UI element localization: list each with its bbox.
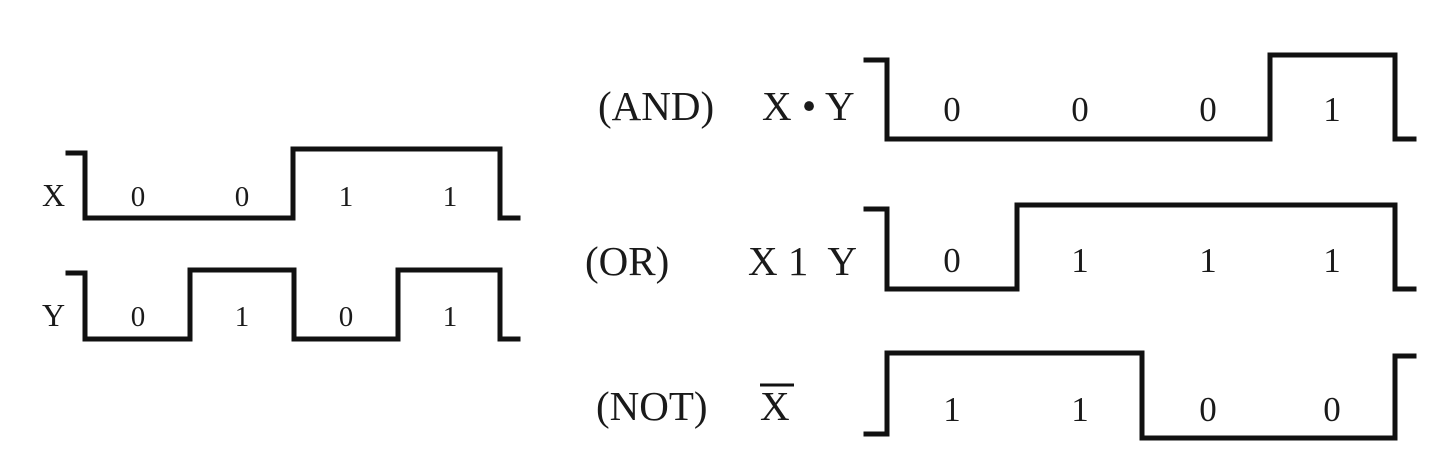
or-expression: X 1 Y bbox=[748, 238, 857, 284]
not-expression: X bbox=[760, 383, 790, 429]
input-x-signal: X 0 0 1 1 bbox=[42, 146, 521, 221]
input-y-bit-1: 0 bbox=[131, 301, 146, 333]
or-bit-3: 1 bbox=[1199, 241, 1217, 280]
input-y-waveform bbox=[65, 267, 521, 342]
input-y-label: Y bbox=[42, 297, 65, 333]
input-x-waveform bbox=[65, 146, 521, 221]
or-bit-1: 0 bbox=[943, 241, 961, 280]
not-bit-2: 1 bbox=[1071, 390, 1089, 429]
and-waveform bbox=[863, 52, 1417, 142]
or-bit-4: 1 bbox=[1323, 241, 1341, 280]
input-x-bit-2: 0 bbox=[235, 181, 250, 213]
input-y-signal: Y 0 1 0 1 bbox=[42, 267, 521, 342]
input-x-label: X bbox=[42, 177, 65, 213]
or-gate-label: (OR) bbox=[585, 238, 669, 284]
and-expression: X • Y bbox=[762, 83, 855, 129]
or-bit-2: 1 bbox=[1071, 241, 1089, 280]
input-x-bit-3: 1 bbox=[339, 181, 354, 213]
and-bit-3: 0 bbox=[1199, 90, 1217, 129]
not-output-signal: (NOT) X 1 1 0 0 bbox=[596, 350, 1417, 441]
not-gate-label: (NOT) bbox=[596, 383, 708, 429]
and-bit-4: 1 bbox=[1323, 90, 1341, 129]
and-gate-label: (AND) bbox=[598, 83, 714, 129]
input-x-bit-4: 1 bbox=[443, 181, 458, 213]
and-bit-1: 0 bbox=[943, 90, 961, 129]
or-output-signal: (OR) X 1 Y 0 1 1 1 bbox=[585, 202, 1417, 292]
and-output-signal: (AND) X • Y 0 0 0 1 bbox=[598, 52, 1417, 142]
input-y-bit-2: 1 bbox=[235, 301, 250, 333]
input-x-bit-1: 0 bbox=[131, 181, 146, 213]
not-waveform bbox=[863, 350, 1417, 441]
not-bit-3: 0 bbox=[1199, 390, 1217, 429]
and-bit-2: 0 bbox=[1071, 90, 1089, 129]
not-bit-1: 1 bbox=[943, 390, 961, 429]
or-waveform bbox=[863, 202, 1417, 292]
input-y-bit-4: 1 bbox=[443, 301, 458, 333]
input-y-bit-3: 0 bbox=[339, 301, 354, 333]
not-bit-4: 0 bbox=[1323, 390, 1341, 429]
